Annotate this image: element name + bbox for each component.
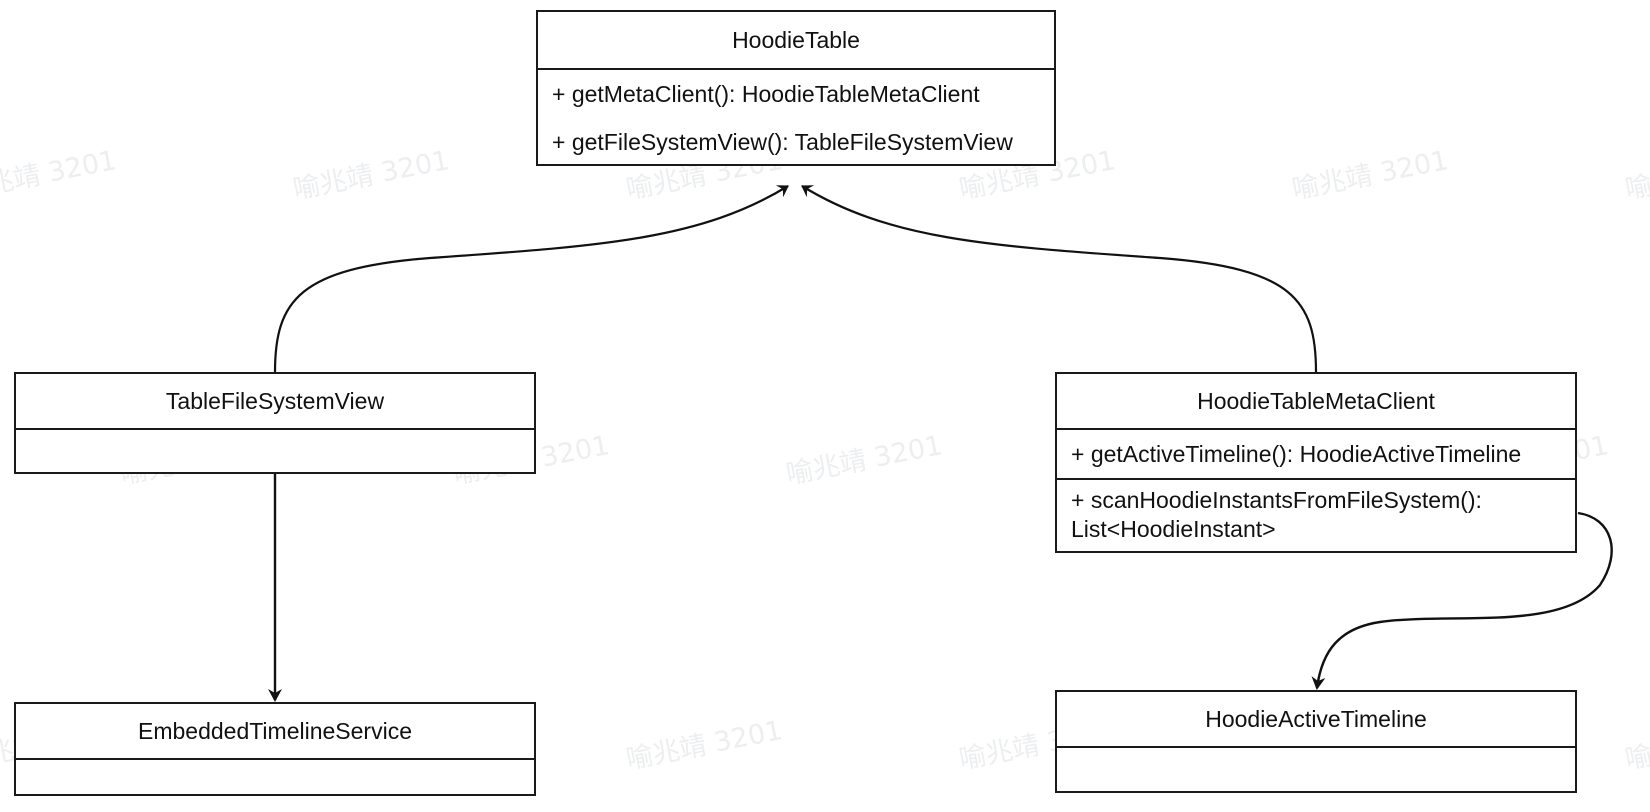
class-box-embedded-timeline-service[interactable]: EmbeddedTimelineService	[14, 702, 536, 796]
watermark-text: 喻兆靖 3201	[1622, 145, 1650, 206]
class-member: + getMetaClient(): HoodieTableMetaClient	[552, 80, 980, 107]
class-members-hoodie-table: + getMetaClient(): HoodieTableMetaClient…	[538, 68, 1054, 164]
class-box-table-file-system-view[interactable]: TableFileSystemView	[14, 372, 536, 474]
class-members-hoodie-active-timeline	[1057, 746, 1575, 791]
class-box-hoodie-table[interactable]: HoodieTable + getMetaClient(): HoodieTab…	[536, 10, 1056, 166]
class-members-hoodie-table-meta-client: + getActiveTimeline(): HoodieActiveTimel…	[1057, 428, 1575, 551]
class-name-hoodie-table-meta-client: HoodieTableMetaClient	[1197, 387, 1435, 414]
class-name-hoodie-table: HoodieTable	[732, 26, 860, 53]
class-member: + getFileSystemView(): TableFileSystemVi…	[552, 128, 1013, 155]
class-box-hoodie-table-meta-client[interactable]: HoodieTableMetaClient + getActiveTimelin…	[1055, 372, 1577, 553]
watermark-text: 喻兆靖 3201	[1289, 145, 1451, 206]
class-member: + scanHoodieInstantsFromFileSystem(): Li…	[1057, 478, 1575, 549]
class-name-table-file-system-view: TableFileSystemView	[165, 387, 385, 414]
class-members-table-file-system-view	[16, 428, 534, 472]
watermark-text: 喻兆靖 3201	[0, 145, 119, 206]
watermark-text: 喻兆靖 3201	[1622, 715, 1650, 776]
watermark-text: 喻兆靖 3201	[290, 145, 452, 206]
class-member: + getActiveTimeline(): HoodieActiveTimel…	[1071, 440, 1522, 467]
edge-hoodietablemetaclient-to-hoodietable	[801, 185, 1318, 373]
edge-tablefilesystemview-to-hoodietable	[273, 185, 789, 373]
class-members-embedded-timeline-service	[16, 758, 534, 794]
class-name-embedded-timeline-service: EmbeddedTimelineService	[137, 717, 412, 744]
watermark-text: 喻兆靖 3201	[783, 430, 945, 491]
watermark-text: 喻兆靖 3201	[623, 715, 785, 776]
class-box-hoodie-active-timeline[interactable]: HoodieActiveTimeline	[1055, 690, 1577, 793]
class-name-hoodie-active-timeline: HoodieActiveTimeline	[1205, 705, 1427, 732]
